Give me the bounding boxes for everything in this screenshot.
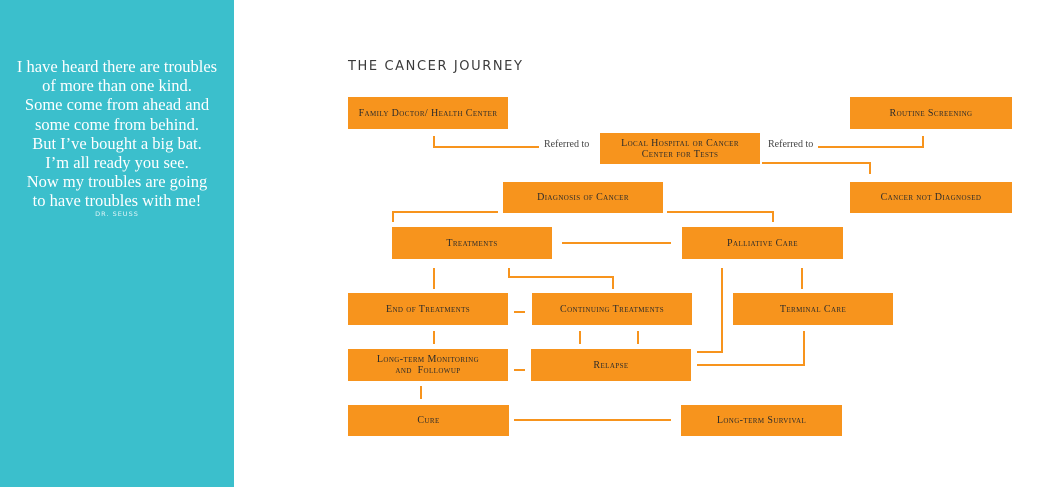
- node-family-doctor: Family Doctor/ Health Center: [348, 97, 508, 129]
- node-not-diagnosed: Cancer not Diagnosed: [850, 182, 1012, 213]
- connector-diagnosis-right-down: [772, 211, 774, 222]
- node-end-of-treatments: End of Treatments: [348, 293, 508, 325]
- connector-not-diagnosed-up: [869, 162, 871, 174]
- edge-label-referred-left: Referred to: [544, 139, 590, 150]
- quote-panel: I have heard there are troubles of more …: [0, 0, 234, 487]
- connector-end-monitoring: [433, 331, 435, 344]
- node-routine-screening: Routine Screening: [850, 97, 1012, 129]
- node-monitoring: Long-term Monitoring and Followup: [348, 349, 508, 381]
- connector-treatments-continuing-down: [612, 276, 614, 289]
- node-label: End of Treatments: [385, 303, 471, 315]
- node-long-term-survival: Long-term Survival: [681, 405, 842, 436]
- connector-continuing-relapse-b: [637, 331, 639, 344]
- quote-line: I have heard there are troubles: [16, 57, 218, 76]
- node-diagnosis: Diagnosis of Cancer: [503, 182, 663, 213]
- node-terminal-care: Terminal Care: [733, 293, 893, 325]
- connector-treatments-palliative: [562, 242, 671, 244]
- node-label: Relapse: [593, 359, 629, 371]
- node-label: Terminal Care: [779, 303, 847, 315]
- quote-line: Some come from ahead and: [24, 95, 210, 115]
- node-label-line: and Followup: [395, 365, 461, 376]
- connector-terminal-relapse-h: [697, 364, 805, 366]
- node-label: Cancer not Diagnosed: [880, 192, 982, 203]
- quote-line: I’m all ready you see.: [45, 153, 189, 173]
- connector-end-continuing: [514, 311, 525, 313]
- node-label: Diagnosis of Cancer: [537, 192, 629, 203]
- quote-line: of more than one kind.: [42, 76, 192, 96]
- node-palliative-care: Palliative Care: [682, 227, 843, 259]
- connector-diagnosis-right: [667, 211, 773, 213]
- edge-label-referred-right: Referred to: [768, 139, 814, 150]
- connector-treatments-end: [433, 268, 435, 289]
- node-label: Long-term Survival: [716, 415, 807, 426]
- quote-line: Now my troubles are going: [26, 172, 208, 192]
- node-label: Cure: [417, 415, 440, 426]
- node-local-hospital: Local Hospital or Cancer Center for Test…: [600, 133, 760, 164]
- node-label-line: Local Hospital or Cancer: [621, 137, 739, 149]
- node-label: Treatments: [446, 237, 498, 249]
- connector-family-to-hospital: [433, 146, 539, 148]
- connector-monitoring-relapse: [514, 369, 525, 371]
- quote-line: to have troubles with me!: [32, 191, 202, 211]
- node-label: Routine Screening: [889, 107, 973, 119]
- quote-line: some come from behind.: [34, 114, 200, 134]
- connector-treatments-continuing-h: [508, 276, 614, 278]
- connector-family-down: [433, 136, 435, 147]
- node-treatments: Treatments: [392, 227, 552, 259]
- connector-continuing-relapse-a: [579, 331, 581, 344]
- connector-hospital-to-not-diagnosed: [762, 162, 870, 164]
- node-label: Continuing Treatments: [560, 303, 664, 315]
- connector-palliative-relapse-h: [697, 351, 723, 353]
- connector-terminal-relapse-v: [803, 331, 805, 366]
- node-label: Palliative Care: [727, 237, 798, 249]
- connector-palliative-terminal: [801, 268, 803, 289]
- node-label: Family Doctor/ Health Center: [358, 107, 498, 119]
- node-label-line: Center for Tests: [641, 148, 719, 160]
- quote-line: But I’ve bought a big bat.: [32, 133, 202, 153]
- connector-monitoring-cure: [420, 386, 422, 399]
- connector-palliative-relapse-v: [721, 268, 723, 353]
- connector-hospital-to-screening: [818, 146, 924, 148]
- quote-author: DR. SEUSS: [95, 210, 139, 218]
- node-cure: Cure: [348, 405, 509, 436]
- connector-treatments-continuing: [508, 268, 510, 278]
- connector-cure-survival: [514, 419, 671, 421]
- connector-screening-down: [922, 136, 924, 147]
- node-label-line: Long-term Monitoring: [376, 354, 480, 365]
- connector-diagnosis-left: [392, 211, 498, 213]
- connector-diagnosis-left-down: [392, 211, 394, 222]
- node-continuing-treatments: Continuing Treatments: [532, 293, 692, 325]
- diagram-title: THE CANCER JOURNEY: [348, 59, 524, 74]
- node-relapse: Relapse: [531, 349, 691, 381]
- seuss-quote: I have heard there are troubles of more …: [8, 57, 226, 211]
